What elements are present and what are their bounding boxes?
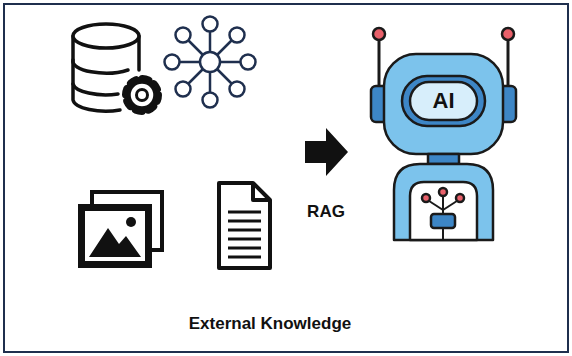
database-icon bbox=[73, 24, 158, 111]
caption-label: External Knowledge bbox=[189, 315, 351, 334]
robot-visor-label: AI bbox=[433, 89, 455, 113]
arrow-label: RAG bbox=[307, 203, 345, 222]
network-icon bbox=[165, 17, 256, 108]
images-icon bbox=[78, 192, 162, 268]
rag-arrow bbox=[305, 128, 348, 176]
document-icon bbox=[219, 183, 270, 268]
robot-icon bbox=[371, 28, 516, 240]
panel-border bbox=[4, 4, 568, 352]
